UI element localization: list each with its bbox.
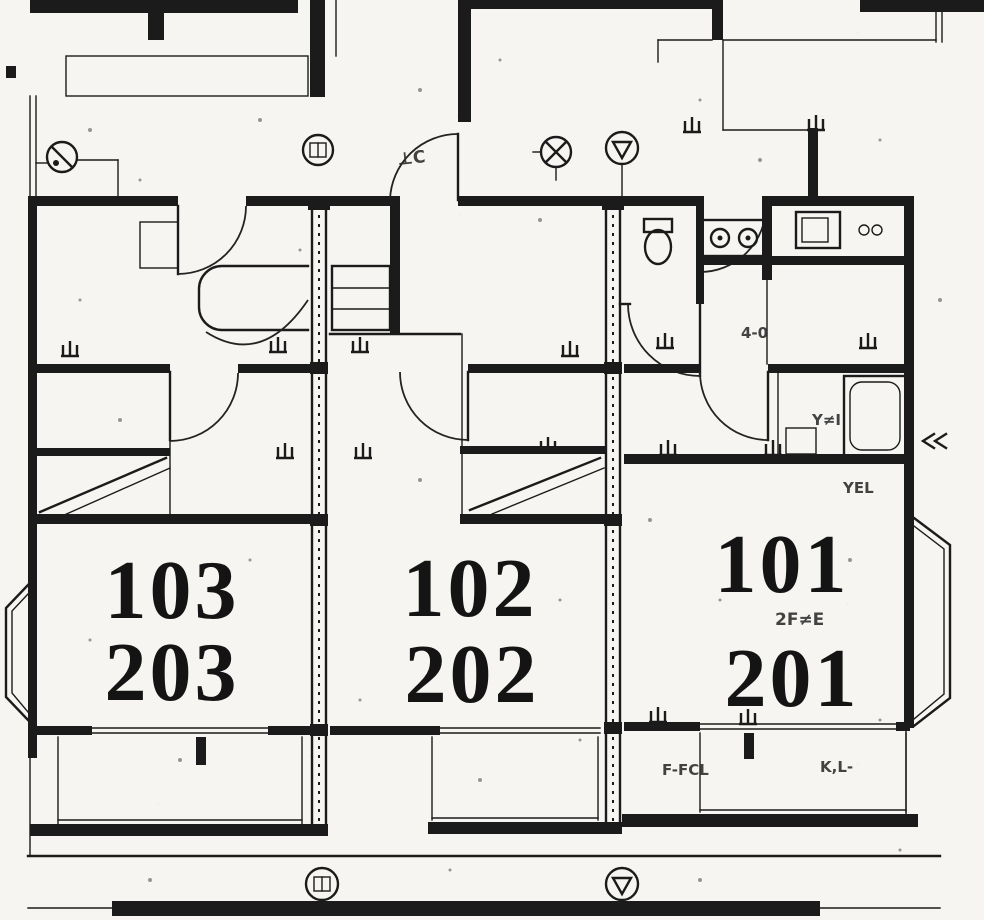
sink-icon [794, 210, 842, 250]
left-bay-window [4, 583, 30, 722]
toilet-tank [642, 217, 674, 234]
balcony-102 [428, 736, 620, 834]
bottom-edge-bar [112, 901, 820, 916]
closet-diagonal [38, 456, 168, 514]
annotation-entry: ⊥C [396, 147, 426, 170]
balcony-101 [622, 732, 918, 827]
room-number-103: 103 [105, 544, 240, 637]
room-number-202: 202 [405, 628, 540, 721]
wc-door-swing [627, 303, 701, 377]
room-number-101: 101 [715, 518, 850, 611]
annotation-bath: Y≠I [811, 411, 841, 429]
balcony-103 [30, 736, 312, 836]
handwritten-annotations: ⊥C 4-0 Y≠I YEL 2F≠E F-FCL K,L- [396, 147, 874, 779]
room-number-201: 201 [725, 632, 860, 725]
closet-diagonal [468, 456, 602, 512]
room-number-102: 102 [403, 542, 538, 635]
annotation-balcony-right: K,L- [820, 758, 853, 776]
exhaust-fan-icon [532, 135, 573, 181]
cleanout-icon [301, 133, 335, 167]
annotation-balcony-left: F-FCL [662, 761, 709, 779]
vent-icon-top [604, 130, 640, 197]
cleanout-icon-bottom [304, 866, 340, 902]
top-structure [6, 0, 984, 198]
unit-102-202: 102 202 [328, 132, 620, 834]
toilet-icon [643, 228, 673, 266]
shoe-cabinet [139, 221, 179, 269]
vent-icon-bottom [604, 866, 640, 902]
gas-meter-icon [35, 140, 119, 197]
annotation-under-101: 2F≠E [775, 610, 824, 630]
unit-101-201: 101 201 [618, 196, 918, 827]
site-fixtures [35, 130, 640, 902]
room-door-swing [399, 371, 469, 441]
kitchen-counter [330, 264, 392, 332]
entry-door-swing [389, 133, 459, 201]
window-arrow-marks [920, 432, 948, 450]
kitchen-counter [197, 264, 310, 332]
annotation-hall: 4-0 [741, 324, 768, 342]
entry-door-swing [177, 205, 247, 275]
unit-103-203: 103 203 [28, 204, 314, 836]
stove-icon [700, 218, 770, 258]
room-door-swing [169, 372, 239, 442]
annotation-bath-2: YEL [842, 479, 874, 497]
room-door-swing [699, 371, 769, 441]
outlet-icon [871, 224, 883, 236]
outlet-icon [858, 224, 870, 236]
room-number-203: 203 [105, 626, 240, 719]
right-bay-window [912, 516, 952, 728]
